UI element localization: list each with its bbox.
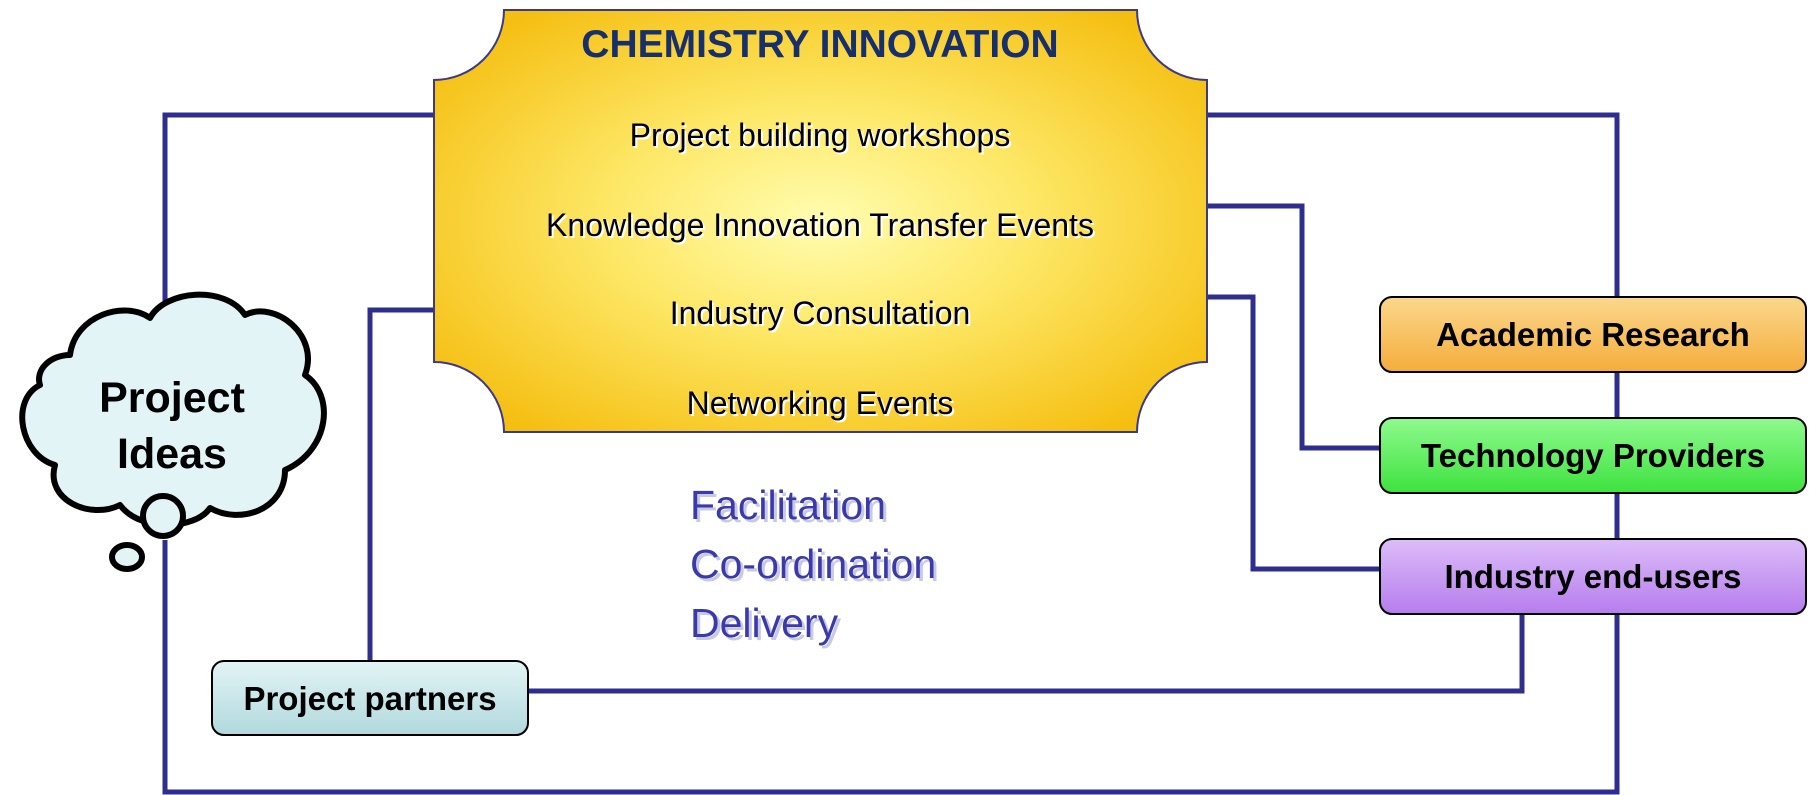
stakeholder-technology-providers: Technology Providers [1379,417,1807,494]
delivery-label: Delivery [690,600,839,646]
hub-shape [433,9,1208,433]
technology-providers-label: Technology Providers [1421,437,1765,474]
facilitation-list: Facilitation Facilitation Co-ordination … [690,482,939,649]
facilitation-label: Facilitation [690,482,886,528]
connector-hub-to-partners [367,307,434,661]
hub-item-networking: Networking Events [687,385,954,421]
delivery-shadow: Delivery [693,603,842,649]
hub-item-shadow: Networking Events [689,387,956,423]
cloud-text-line1: Project [99,374,245,422]
hub-item-shadow: Knowledge Innovation Transfer Events [548,209,1096,245]
cloud-bubble-small [109,542,145,572]
connector-hub-to-industry [1205,294,1380,572]
connector-outer-loop [162,112,1620,795]
hub-item-consultation: Industry Consultation [670,295,971,331]
connector-hub-to-technology [1205,203,1380,451]
coordination-label: Co-ordination [690,541,936,587]
technology-providers-box [1379,417,1807,494]
industry-end-users-label: Industry end-users [1444,558,1741,595]
hub-item-shadow: Project building workshops [632,119,1013,155]
project-partners-box [211,660,529,736]
hub-item-shadow: Industry Consultation [672,297,973,333]
academic-research-box [1379,296,1807,373]
cloud-bubble-large [140,493,186,539]
facilitation-shadow: Facilitation [693,485,889,531]
academic-research-label: Academic Research [1436,316,1750,353]
hub-item-workshops: Project building workshops [630,117,1011,153]
chemistry-innovation-hub: CHEMISTRY INNOVATION Project building wo… [433,9,1208,433]
connector-hub-to-cloud [162,112,434,312]
stakeholder-project-partners: Project partners [211,660,529,736]
project-ideas-cloud: Project Ideas [19,291,327,572]
hub-item-transfer-events: Knowledge Innovation Transfer Events [546,207,1094,243]
industry-end-users-box [1379,538,1807,615]
stakeholder-academic-research: Academic Research [1379,296,1807,373]
cloud-text-line2: Ideas [117,430,227,478]
connector-lines [162,112,1620,795]
stakeholder-industry-end-users: Industry end-users [1379,538,1807,615]
cloud-shape [19,291,327,528]
coordination-shadow: Co-ordination [693,544,939,590]
hub-title: CHEMISTRY INNOVATION [581,23,1058,66]
project-partners-label: Project partners [243,680,496,717]
connector-partners-to-industry [528,614,1525,694]
